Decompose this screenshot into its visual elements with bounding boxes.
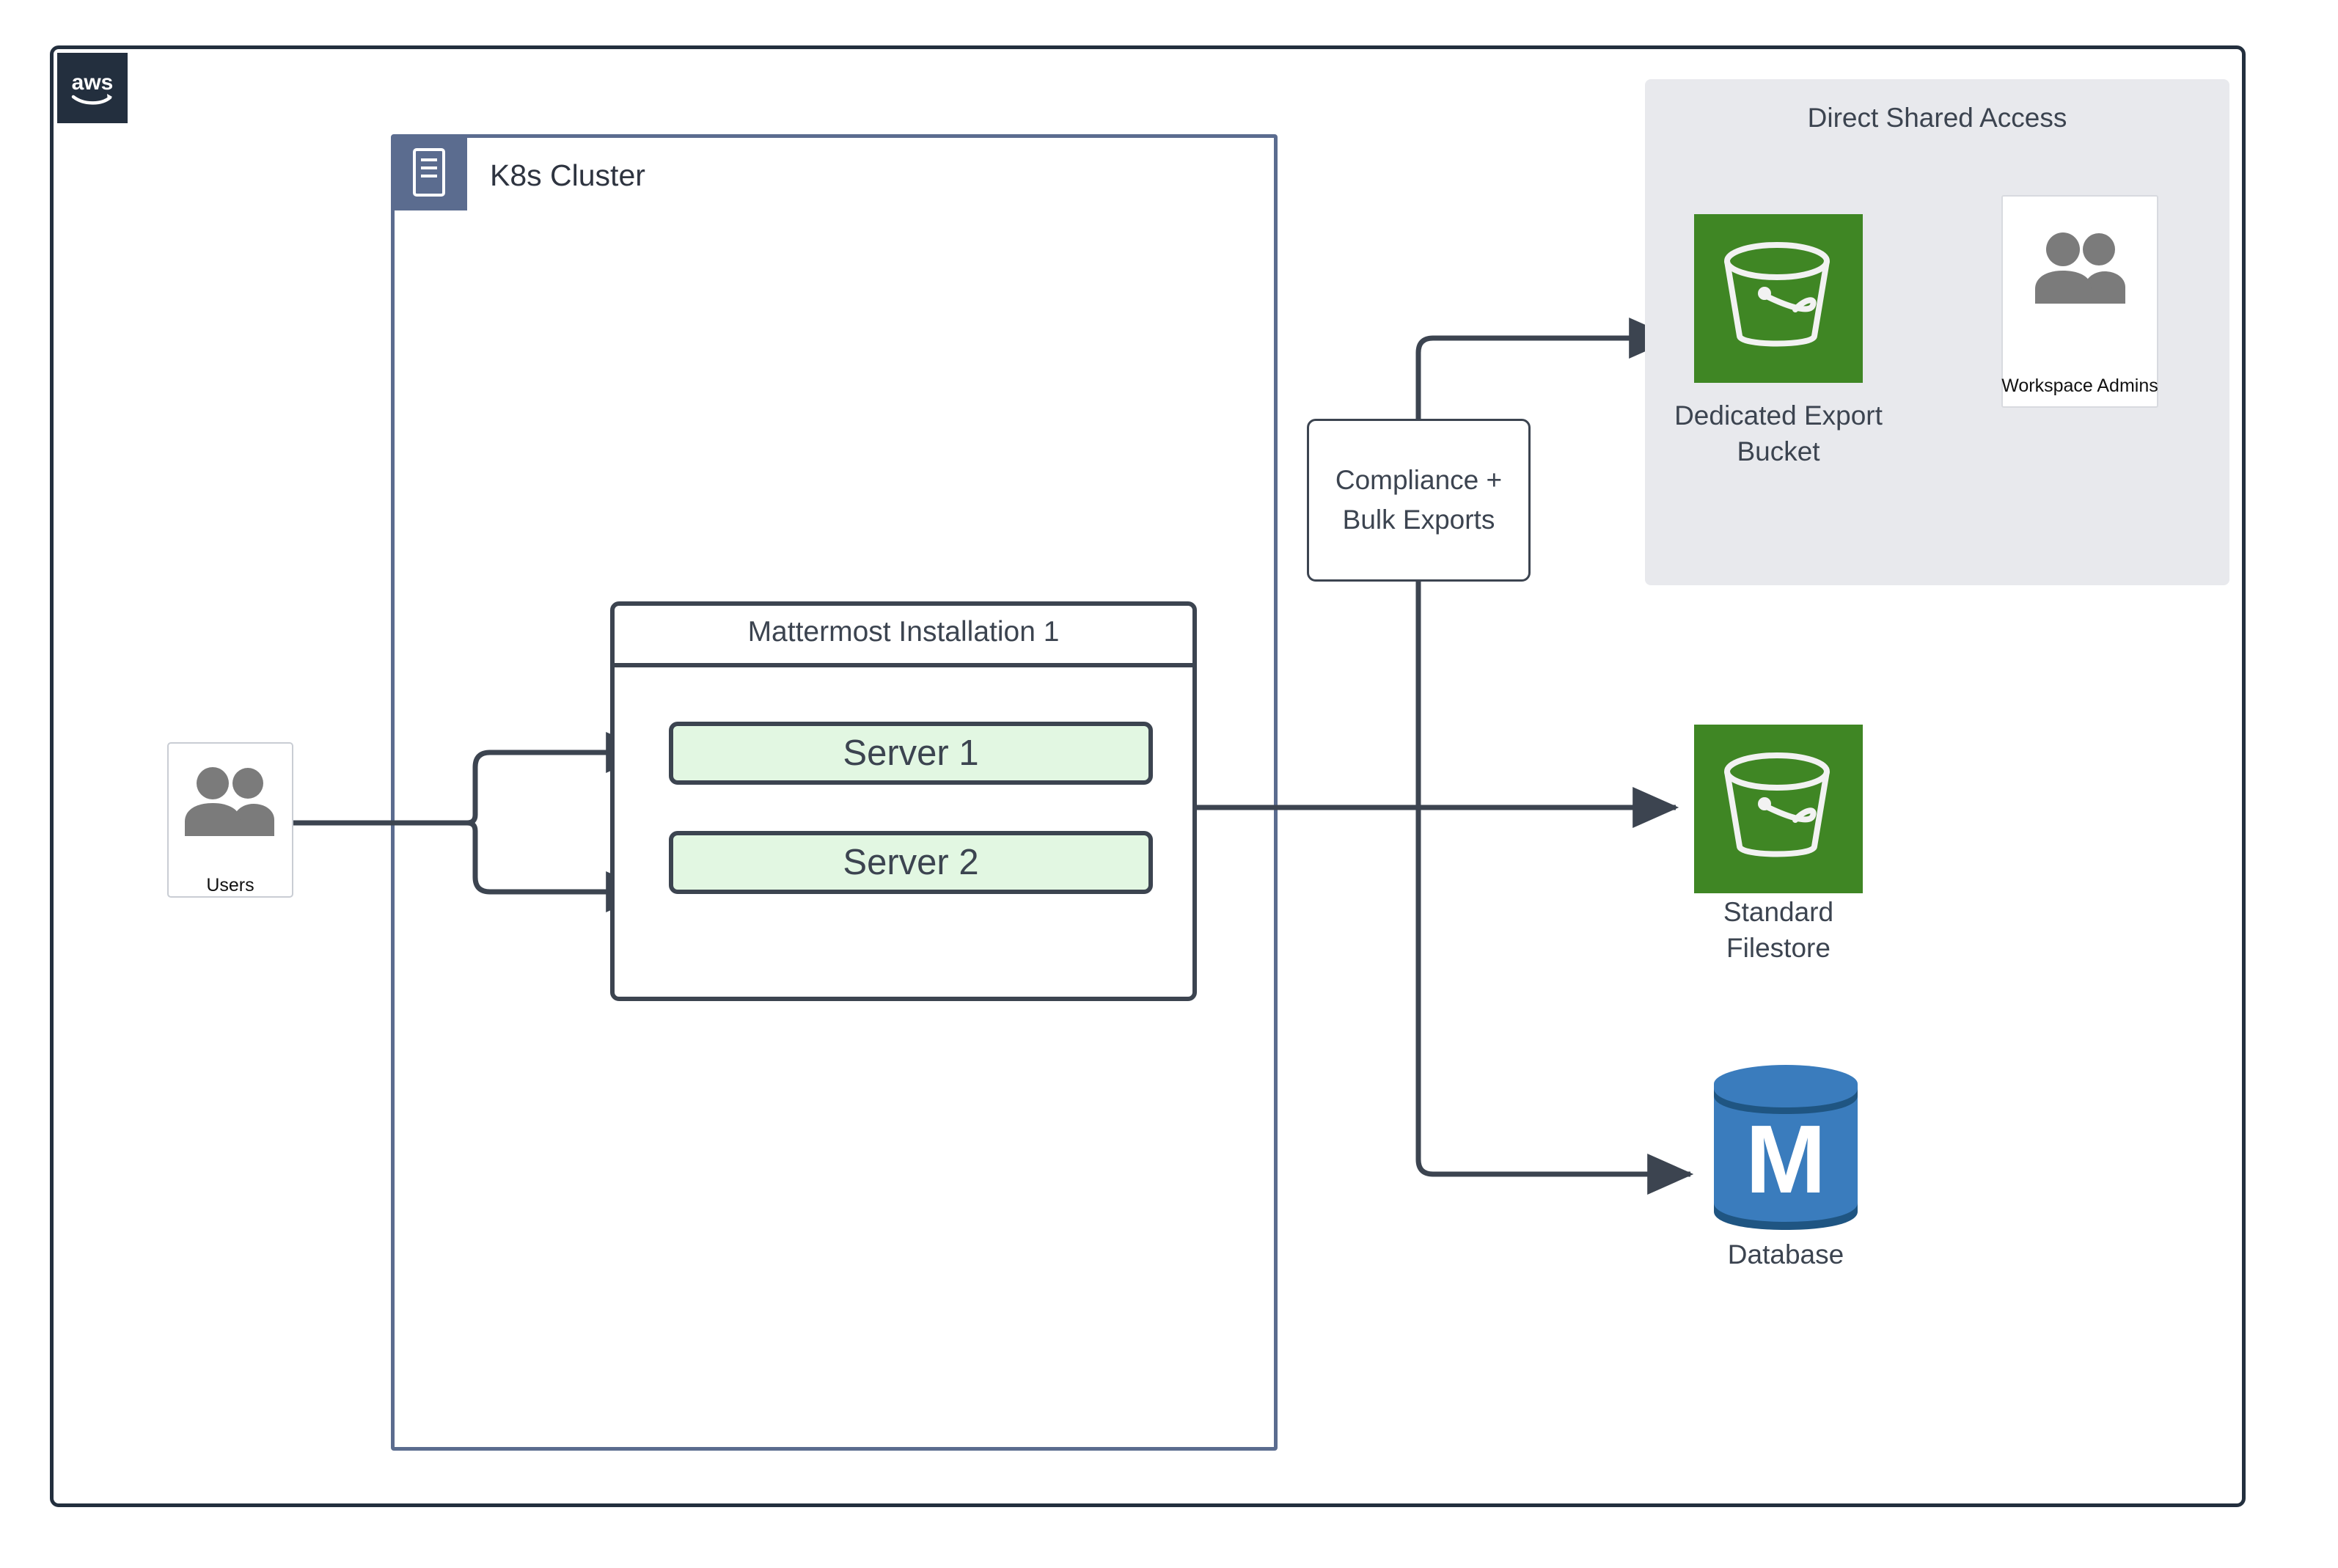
database-label: Database <box>1727 1239 1844 1270</box>
standard-filestore-label: Standard Filestore <box>1723 897 1834 963</box>
mattermost-installation-container <box>610 601 1197 1001</box>
workspace-admins-label: Workspace Admins <box>2001 375 2158 396</box>
compliance-bulk-exports-label: Compliance + Bulk Exports <box>1335 465 1503 535</box>
server-2-node[interactable]: Server 2 <box>669 831 1153 894</box>
server-2-label: Server 2 <box>843 843 979 882</box>
users-label: Users <box>206 875 254 895</box>
aws-account-frame <box>50 45 2246 1507</box>
k8s-cluster-container <box>391 134 1278 1451</box>
s3-bucket-icon[interactable] <box>1694 725 1863 893</box>
k8s-cluster-label: K8s Cluster <box>490 158 645 192</box>
compliance-bulk-exports-node[interactable]: Compliance + Bulk Exports <box>1307 419 1531 582</box>
svg-text:aws: aws <box>72 70 114 95</box>
direct-shared-access-title: Direct Shared Access <box>1807 103 2067 133</box>
people-icon <box>182 763 279 836</box>
database-glyph: M <box>1745 1105 1826 1213</box>
aws-logo-icon: aws <box>57 53 128 123</box>
s3-bucket-icon[interactable] <box>1694 214 1863 383</box>
server-1-label: Server 1 <box>843 733 979 773</box>
server-rack-icon <box>391 134 467 210</box>
mattermost-database-icon[interactable]: M <box>1711 1062 1861 1231</box>
server-1-node[interactable]: Server 1 <box>669 722 1153 785</box>
dedicated-export-bucket-label: Dedicated Export Bucket <box>1674 400 1883 466</box>
people-icon <box>2031 229 2130 304</box>
